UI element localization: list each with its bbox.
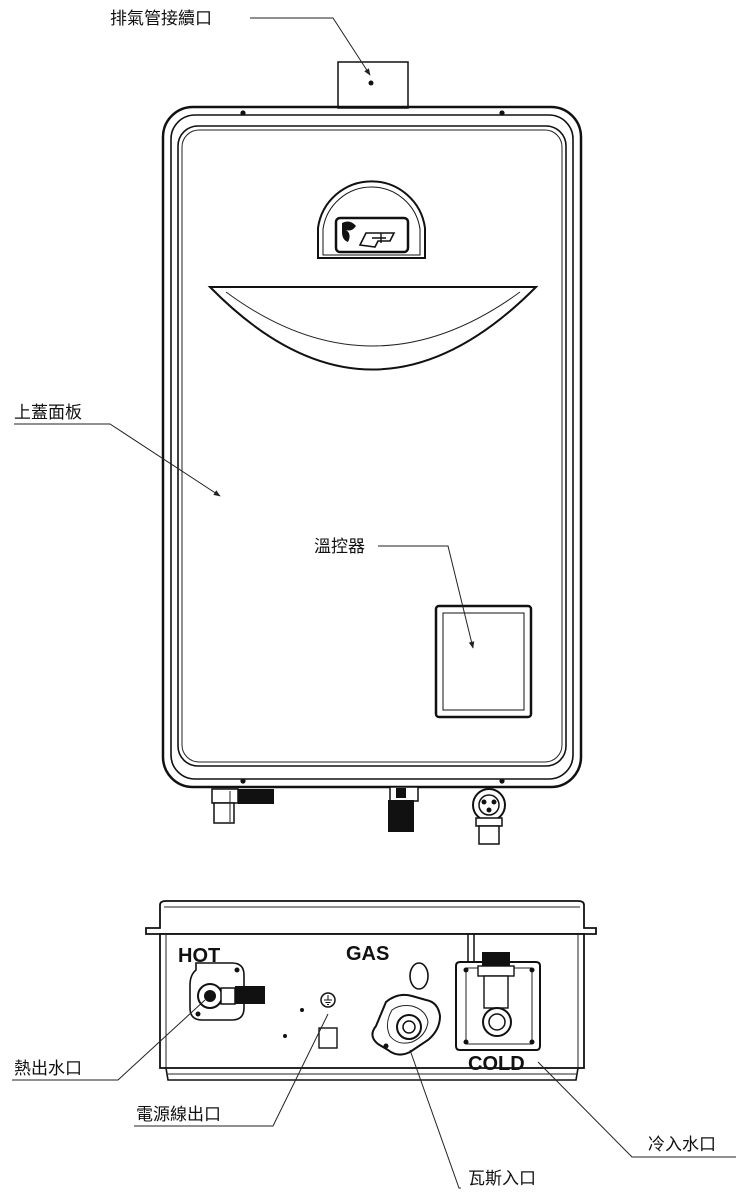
cold-inlet-label: 冷入水口 [648, 1135, 716, 1155]
front-cover-label: 上蓋面板 [14, 403, 82, 423]
leader-lines [12, 17, 736, 1189]
gas-fitting [388, 786, 419, 832]
brand-logo [317, 180, 426, 259]
power-cord-outlet [318, 1027, 338, 1049]
labels: 排氣管接續口 上蓋面板 溫控器 熱出水口 電源線出口 瓦斯入口 冷入水口 [14, 9, 716, 1189]
gas-inlet-label: 瓦斯入口 [468, 1169, 536, 1189]
cold-mark: COLD [468, 1053, 525, 1075]
heater-body [161, 105, 583, 789]
temperature-controller[interactable] [434, 604, 533, 719]
exhaust-pipe [337, 61, 409, 109]
cold-inlet-assembly [455, 934, 541, 1051]
hot-water-fitting [211, 788, 274, 824]
front-cover-panel [177, 125, 567, 767]
bottom-view: HOT GAS COLD [145, 900, 597, 1081]
ground-terminal-icon [320, 992, 336, 1008]
hot-outlet-bracket [189, 962, 265, 1021]
hot-mark: HOT [178, 945, 220, 967]
hot-outlet-label: 熱出水口 [14, 1059, 82, 1079]
controller-label: 溫控器 [314, 537, 365, 557]
gas-mark: GAS [346, 943, 389, 965]
power-outlet-label: 電源線出口 [136, 1105, 221, 1125]
front-view [161, 61, 583, 845]
gas-inlet-valve [371, 993, 442, 1056]
exhaust-label: 排氣管接續口 [110, 9, 212, 29]
front-arc-trim [207, 286, 539, 371]
cold-water-fitting [472, 788, 506, 845]
